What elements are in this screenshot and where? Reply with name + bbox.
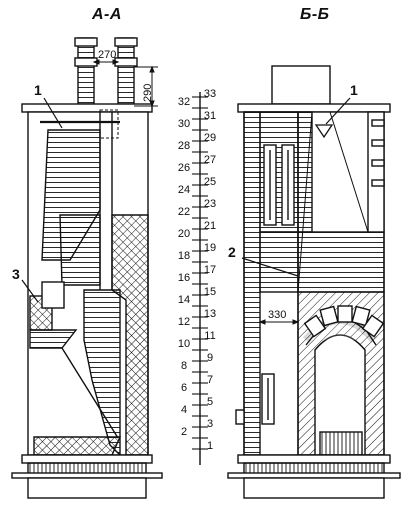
dimension-290 (134, 65, 158, 108)
leader-right-2 (241, 257, 299, 277)
scale-num: 16 (177, 272, 191, 284)
scale-num: 5 (206, 396, 214, 408)
dimension-290-label: 290 (142, 62, 154, 102)
scale-num: 10 (177, 338, 191, 350)
scale-num: 6 (180, 382, 188, 394)
scale-num: 17 (203, 264, 217, 276)
section-b-b (227, 65, 401, 499)
scale-num: 4 (180, 404, 188, 416)
section-a-a-title: А-А (92, 6, 122, 23)
scale-num: 1 (206, 440, 214, 452)
scale-num: 21 (203, 220, 217, 232)
dimension-290-text: 290 (142, 83, 154, 102)
callout-3-left: 3 (12, 266, 20, 282)
scale-num: 20 (177, 228, 191, 240)
scale-num: 32 (177, 96, 191, 108)
leader-left-3 (21, 279, 39, 303)
callout-1-right: 1 (350, 82, 358, 98)
scale-num: 9 (206, 352, 214, 364)
dimension-270-label: 270 (98, 49, 117, 61)
scale-num: 22 (177, 206, 191, 218)
scale-num: 2 (180, 426, 188, 438)
section-a-a (11, 37, 163, 499)
scale-num: 15 (203, 286, 217, 298)
scale-num: 26 (177, 162, 191, 174)
scale-num: 13 (203, 308, 217, 320)
scale-num: 14 (177, 294, 191, 306)
scale-num: 3 (206, 418, 214, 430)
scale-num: 25 (203, 176, 217, 188)
leader-right-1 (325, 97, 351, 125)
scale-num: 33 (203, 88, 217, 100)
callout-2-right: 2 (228, 244, 236, 260)
scale-num: 28 (177, 140, 191, 152)
triangle-marker-icon (314, 124, 334, 139)
section-b-b-title: Б-Б (300, 6, 330, 23)
scale-num: 31 (203, 110, 217, 122)
scale-num: 30 (177, 118, 191, 130)
scale-num: 8 (180, 360, 188, 372)
row-scale (192, 92, 208, 465)
scale-num: 27 (203, 154, 217, 166)
scale-num: 29 (203, 132, 217, 144)
scale-num: 24 (177, 184, 191, 196)
scale-num: 19 (203, 242, 217, 254)
dimension-330 (258, 319, 300, 325)
scale-num: 7 (206, 374, 214, 386)
scale-num: 18 (177, 250, 191, 262)
scale-num: 12 (177, 316, 191, 328)
dimension-330-label: 330 (268, 309, 287, 321)
scale-num: 23 (203, 198, 217, 210)
leader-left-1 (43, 97, 63, 129)
callout-1-left: 1 (34, 82, 42, 98)
dimension-270 (92, 59, 120, 65)
scale-num: 11 (204, 330, 216, 342)
